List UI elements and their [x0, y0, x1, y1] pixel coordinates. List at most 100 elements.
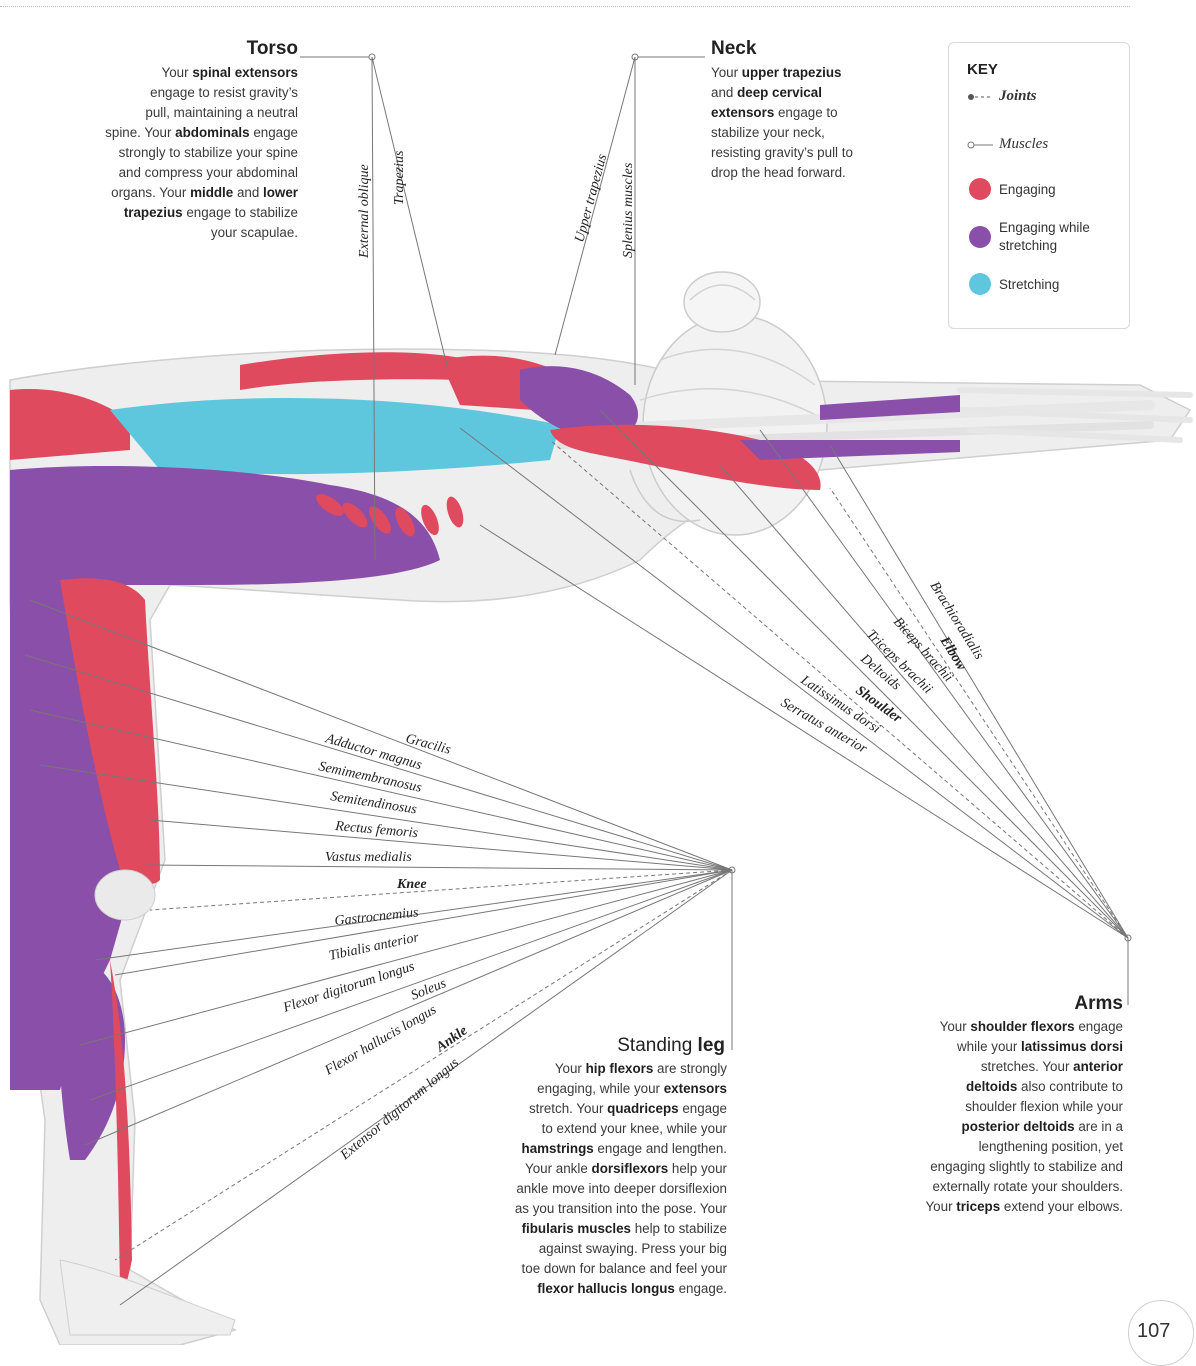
leg-title-bold: leg — [698, 1035, 725, 1056]
arms-line: posterior deltoids are in a — [860, 1117, 1123, 1137]
arms-line: stretches. Your anterior — [860, 1057, 1123, 1077]
text-run: engage. — [675, 1281, 727, 1296]
text-run: engage — [1075, 1019, 1123, 1034]
text-run: drop the head forward. — [711, 165, 846, 180]
label-serratus-anterior: Serratus anterior — [778, 695, 870, 757]
bold-term: posterior deltoids — [962, 1119, 1075, 1134]
text-run: help your — [668, 1161, 727, 1176]
bold-term: lower — [263, 185, 298, 200]
key-stretching: Stretching — [999, 276, 1059, 294]
text-run: engage to stabilize — [183, 205, 298, 220]
text-run: shoulder flexion while your — [965, 1099, 1123, 1114]
torso-line: engage to resist gravity’s — [40, 83, 298, 103]
bold-term: trapezius — [124, 205, 183, 220]
leg-line: against swaying. Press your big — [445, 1239, 727, 1259]
leg-line: fibularis muscles help to stabilize — [445, 1219, 727, 1239]
leg-line: ankle move into deeper dorsiflexion — [445, 1179, 727, 1199]
torso-line: pull, maintaining a neutral — [40, 103, 298, 123]
leader-line — [150, 820, 732, 870]
bold-term: dorsiflexors — [592, 1161, 669, 1176]
neck-line: and deep cervical — [711, 83, 911, 103]
text-run: and — [233, 185, 263, 200]
torso-line: spine. Your abdominals engage — [40, 123, 298, 143]
bold-term: abdominals — [175, 125, 249, 140]
torso-line: Your spinal extensors — [40, 63, 298, 83]
neck-line: resisting gravity’s pull to — [711, 143, 911, 163]
text-run: ankle move into deeper dorsiflexion — [516, 1181, 727, 1196]
key-muscles: Muscles — [999, 135, 1048, 153]
label-tibialis-anterior: Tibialis anterior — [328, 930, 421, 964]
text-run: are in a — [1075, 1119, 1123, 1134]
leg-line: to extend your knee, while your — [445, 1119, 727, 1139]
text-run: while your — [957, 1039, 1021, 1054]
leg-line: Your ankle dorsiflexors help your — [445, 1159, 727, 1179]
neck-line: drop the head forward. — [711, 163, 911, 183]
arms-line: externally rotate your shoulders. — [860, 1177, 1123, 1197]
text-run: Your — [555, 1061, 586, 1076]
label-rectus-femoris: Rectus femoris — [334, 819, 419, 841]
leg-line: as you transition into the pose. Your — [445, 1199, 727, 1219]
key-engaging-stretching-2: stretching — [999, 237, 1057, 255]
bold-term: deep cervical — [737, 85, 822, 100]
arms-line: lengthening position, yet — [860, 1137, 1123, 1157]
text-run: to extend your knee, while your — [542, 1121, 727, 1136]
torso-line: trapezius engage to stabilize — [40, 203, 298, 223]
neck-line: stabilize your neck, — [711, 123, 911, 143]
arms-line: engaging slightly to stabilize and — [860, 1157, 1123, 1177]
leader-line — [150, 870, 732, 910]
leader-line — [600, 410, 1128, 938]
leg-line: flexor hallucis longus engage. — [445, 1279, 727, 1299]
engaging-stretching-swatch-icon — [969, 226, 991, 248]
text-run: spine. Your — [105, 125, 175, 140]
text-run: engaging slightly to stabilize and — [930, 1159, 1123, 1174]
text-run: and — [711, 85, 737, 100]
leg-line: stretch. Your quadriceps engage — [445, 1099, 727, 1119]
callout-labels: External obliqueTrapeziusUpper trapezius… — [281, 150, 987, 1164]
text-run: are strongly — [653, 1061, 727, 1076]
text-run: lengthening position, yet — [979, 1139, 1123, 1154]
leg-text: Your hip flexors are stronglyengaging, w… — [445, 1059, 727, 1299]
text-run: toe down for balance and feel your — [522, 1261, 727, 1276]
text-run: help to stabilize — [631, 1221, 727, 1236]
bold-term: deltoids — [966, 1079, 1017, 1094]
muscle-dot-icon — [968, 142, 974, 148]
torso-line: your scapulae. — [40, 223, 298, 243]
arms-line: deltoids also contribute to — [860, 1077, 1123, 1097]
text-run: stabilize your neck, — [711, 125, 825, 140]
text-run: engage — [250, 125, 298, 140]
leg-title-light: Standing — [617, 1035, 697, 1056]
torso-line: organs. Your middle and lower — [40, 183, 298, 203]
text-run: and compress your abdominal — [119, 165, 298, 180]
text-run: Your — [162, 65, 193, 80]
text-run: engage and lengthen. — [594, 1141, 727, 1156]
text-run: strongly to stabilize your spine — [119, 145, 298, 160]
text-run: as you transition into the pose. Your — [515, 1201, 727, 1216]
label-ankle: Ankle — [433, 1023, 470, 1055]
neck-line: Your upper trapezius — [711, 63, 911, 83]
label-knee: Knee — [396, 877, 427, 892]
text-run: engage to resist gravity’s — [150, 85, 298, 100]
leg-line: Your hip flexors are strongly — [445, 1059, 727, 1079]
leg-line: hamstrings engage and lengthen. — [445, 1139, 727, 1159]
leader-line — [145, 865, 732, 870]
arms-line: Your triceps extend your elbows. — [860, 1197, 1123, 1217]
text-run: also contribute to — [1017, 1079, 1123, 1094]
key-joints: Joints — [999, 87, 1037, 105]
label-semitendinosus: Semitendinosus — [329, 789, 418, 818]
neck-title: Neck — [711, 38, 831, 60]
label-trapezius: Trapezius — [392, 150, 407, 205]
key-engaging-stretching-1: Engaging while — [999, 219, 1090, 237]
text-run: externally rotate your shoulders. — [932, 1179, 1123, 1194]
leg-line: engaging, while your extensors — [445, 1079, 727, 1099]
bold-term: anterior — [1073, 1059, 1123, 1074]
key-engaging: Engaging — [999, 181, 1056, 199]
torso-title: Torso — [160, 38, 298, 60]
bold-term: latissimus dorsi — [1021, 1039, 1123, 1054]
torso-text: Your spinal extensors engage to resist gr… — [40, 63, 298, 243]
label-soleus: Soleus — [409, 976, 449, 1004]
torso-line: strongly to stabilize your spine — [40, 143, 298, 163]
bold-term: spinal extensors — [192, 65, 298, 80]
leader-line — [372, 57, 448, 370]
